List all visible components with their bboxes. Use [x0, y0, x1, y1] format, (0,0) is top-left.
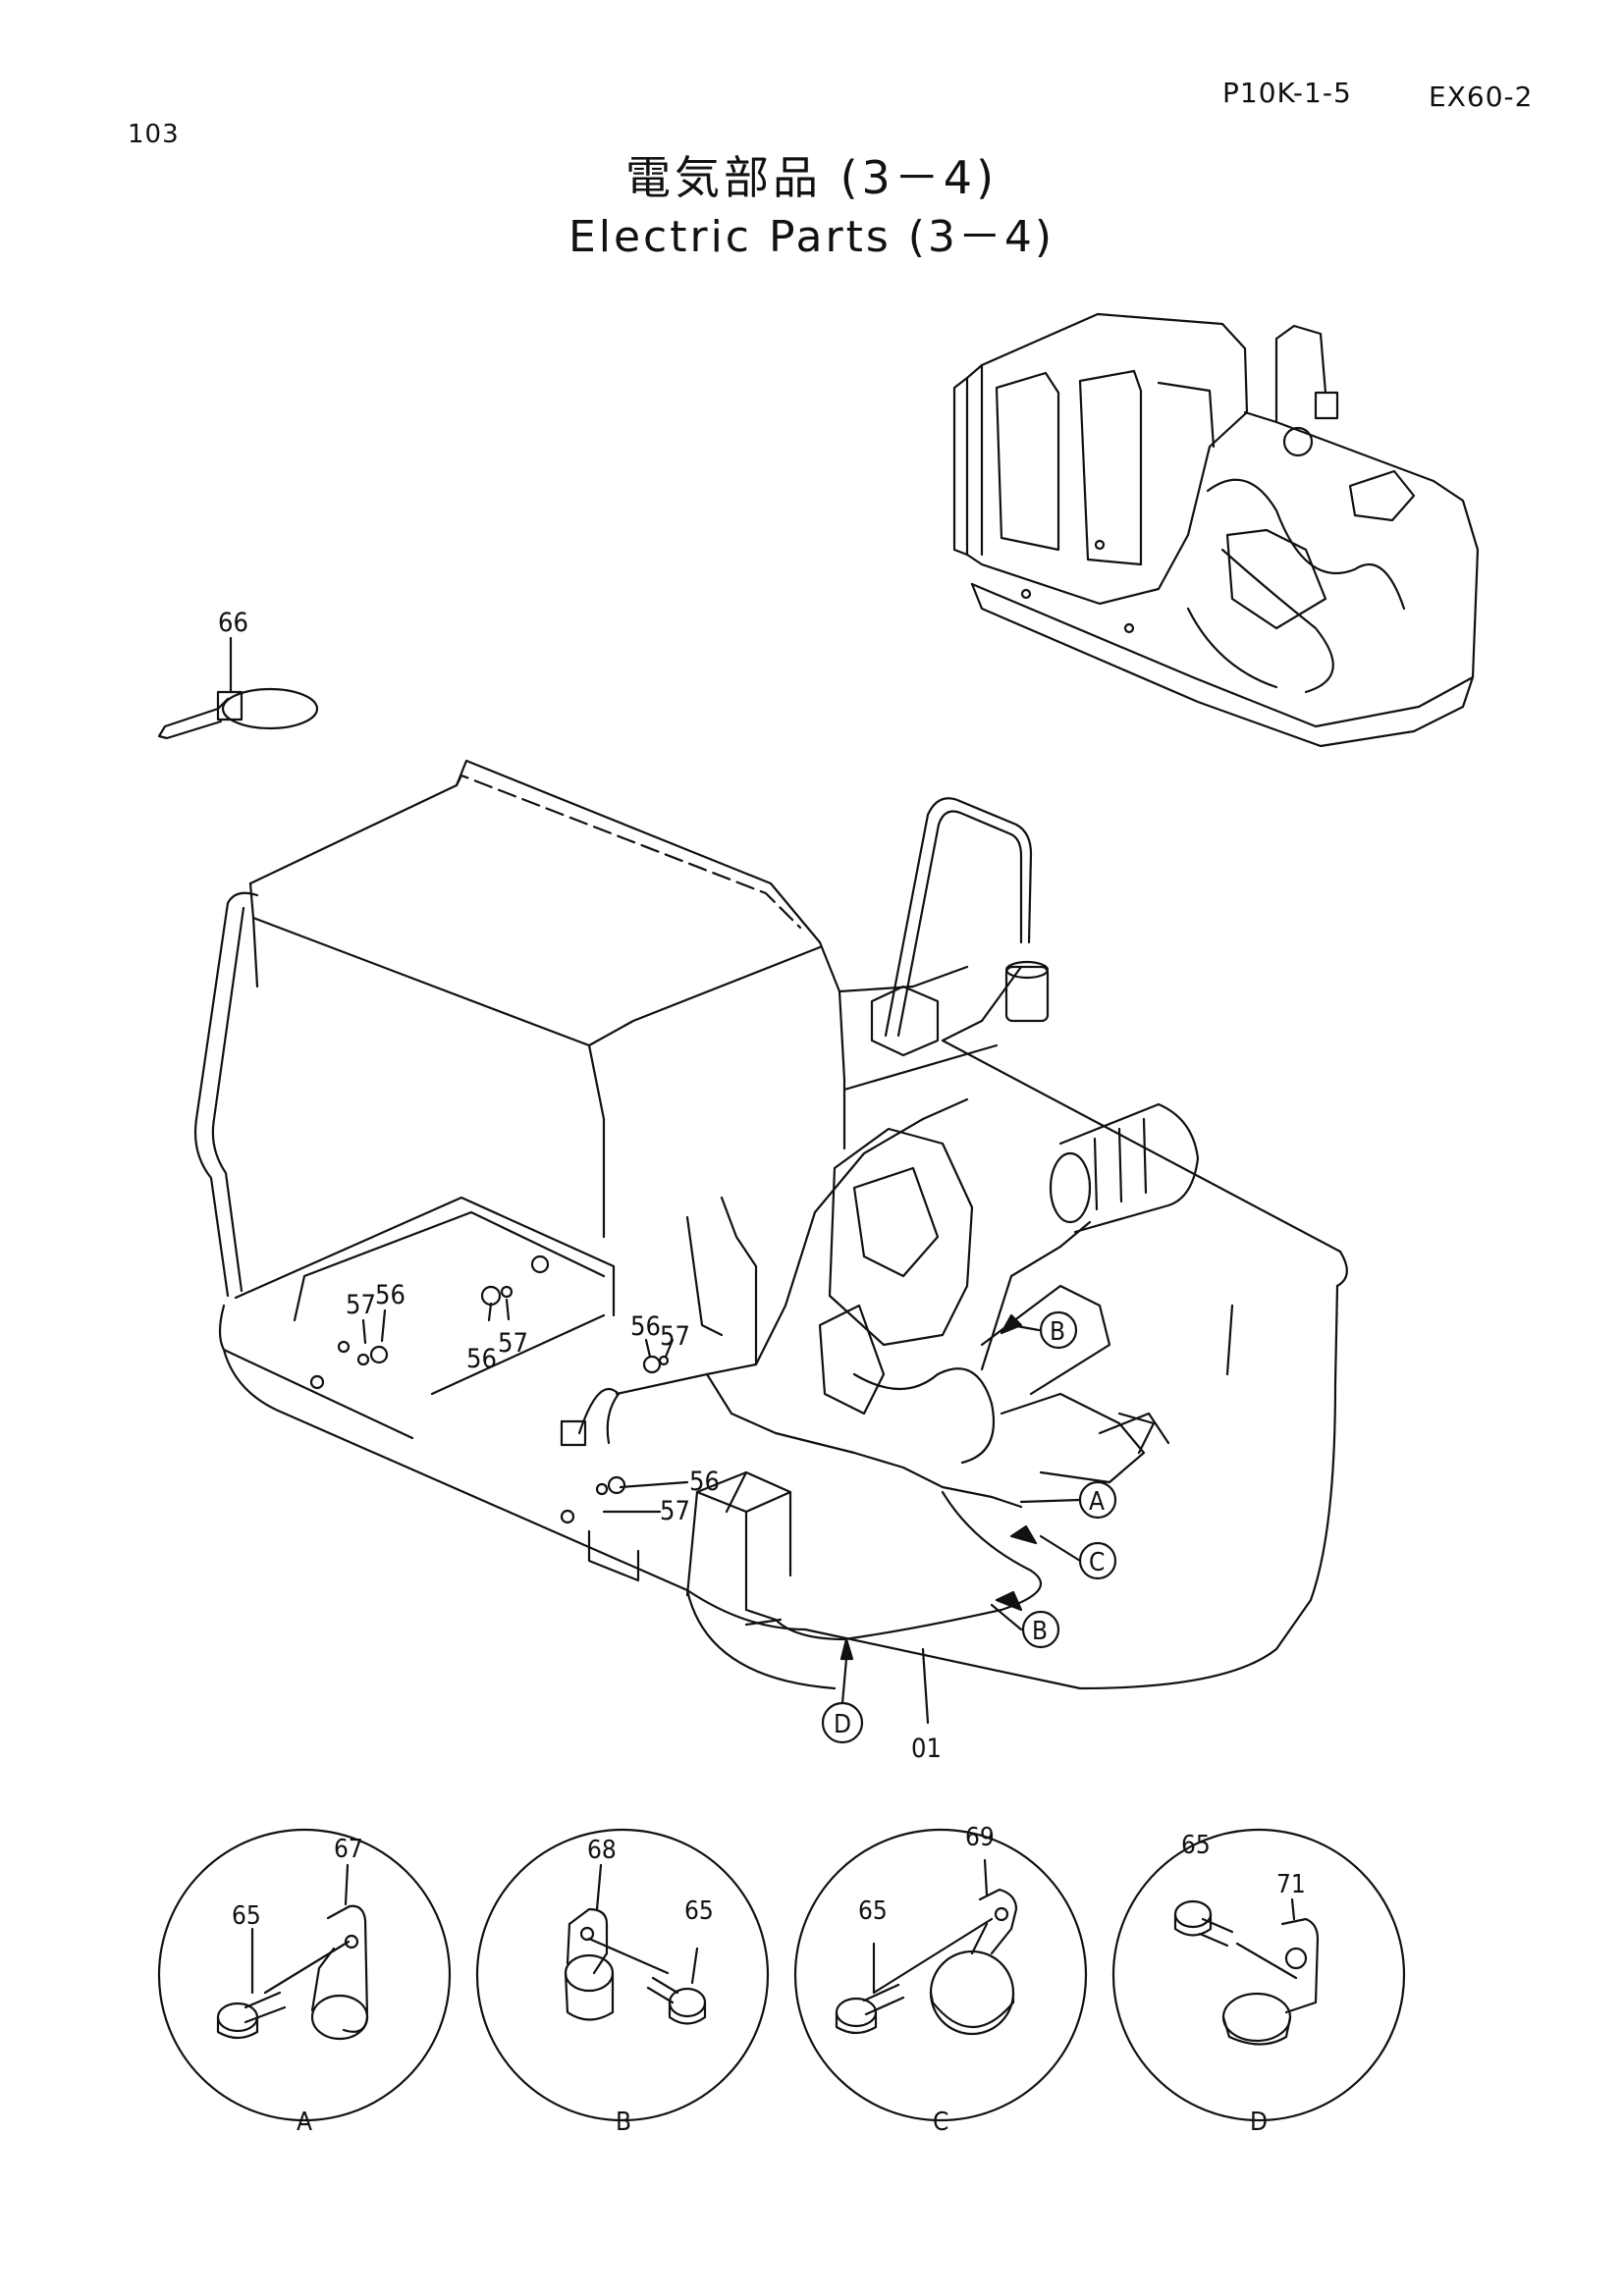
detail-c-clamp-label: 69 — [965, 1823, 995, 1852]
part-label-57-mid: 57 — [498, 1328, 528, 1359]
detail-c-parts — [835, 1858, 1018, 2036]
callout-b-lower-circle — [1021, 1610, 1060, 1649]
cable-tie-illustration — [157, 636, 319, 740]
detail-b-caption: B — [616, 2108, 631, 2137]
detail-d-parts — [1173, 1897, 1320, 2046]
callout-d: D — [834, 1710, 851, 1739]
callout-b-lower: B — [1032, 1617, 1048, 1646]
part-label-57-right: 57 — [660, 1321, 690, 1352]
page-title-english: Electric Parts (3－4) — [568, 212, 1055, 262]
part-label-01-harness: 01 — [911, 1734, 942, 1764]
part-label-66: 66 — [218, 608, 248, 638]
detail-c-circle — [793, 1828, 1088, 2122]
callout-b-upper-circle — [1039, 1310, 1078, 1350]
machine-overview-illustration — [952, 312, 1480, 748]
callout-a: A — [1089, 1487, 1105, 1517]
detail-a-bolt-label: 65 — [232, 1901, 261, 1931]
callout-b-upper: B — [1050, 1317, 1065, 1347]
detail-a-parts — [216, 1863, 369, 2041]
detail-a-circle — [157, 1828, 452, 2122]
detail-d-clamp-label: 71 — [1276, 1870, 1306, 1899]
part-label-57-lower: 57 — [660, 1496, 690, 1526]
part-label-56-right: 56 — [630, 1311, 661, 1342]
part-label-56-mid: 56 — [466, 1344, 497, 1374]
page-number: 103 — [128, 120, 180, 149]
detail-c-bolt-label: 65 — [858, 1896, 888, 1926]
callout-d-circle — [821, 1701, 864, 1744]
part-label-56-lower: 56 — [689, 1467, 720, 1497]
detail-b-circle — [475, 1828, 770, 2122]
detail-d-circle — [1111, 1828, 1406, 2122]
model-number: EX60-2 — [1429, 80, 1534, 113]
part-label-56-upper-left: 56 — [375, 1280, 406, 1310]
page-code: P10K-1-5 — [1222, 77, 1352, 109]
detail-a-clamp-label: 67 — [334, 1835, 363, 1864]
detail-b-clamp-label: 68 — [587, 1836, 617, 1865]
page-title-japanese: 電気部品 (3－4) — [624, 151, 999, 204]
callout-c-circle — [1078, 1541, 1117, 1580]
detail-d-bolt-label: 65 — [1181, 1831, 1211, 1860]
part-label-57-upper-left: 57 — [346, 1290, 376, 1320]
detail-d-caption: D — [1250, 2108, 1268, 2137]
detail-b-bolt-label: 65 — [684, 1896, 714, 1926]
detail-a-caption: A — [297, 2108, 312, 2137]
callout-c: C — [1089, 1548, 1105, 1577]
detail-c-caption: C — [933, 2108, 948, 2137]
detail-b-parts — [564, 1863, 707, 2025]
machine-main-illustration — [193, 759, 1348, 1690]
callout-a-circle — [1078, 1480, 1117, 1520]
